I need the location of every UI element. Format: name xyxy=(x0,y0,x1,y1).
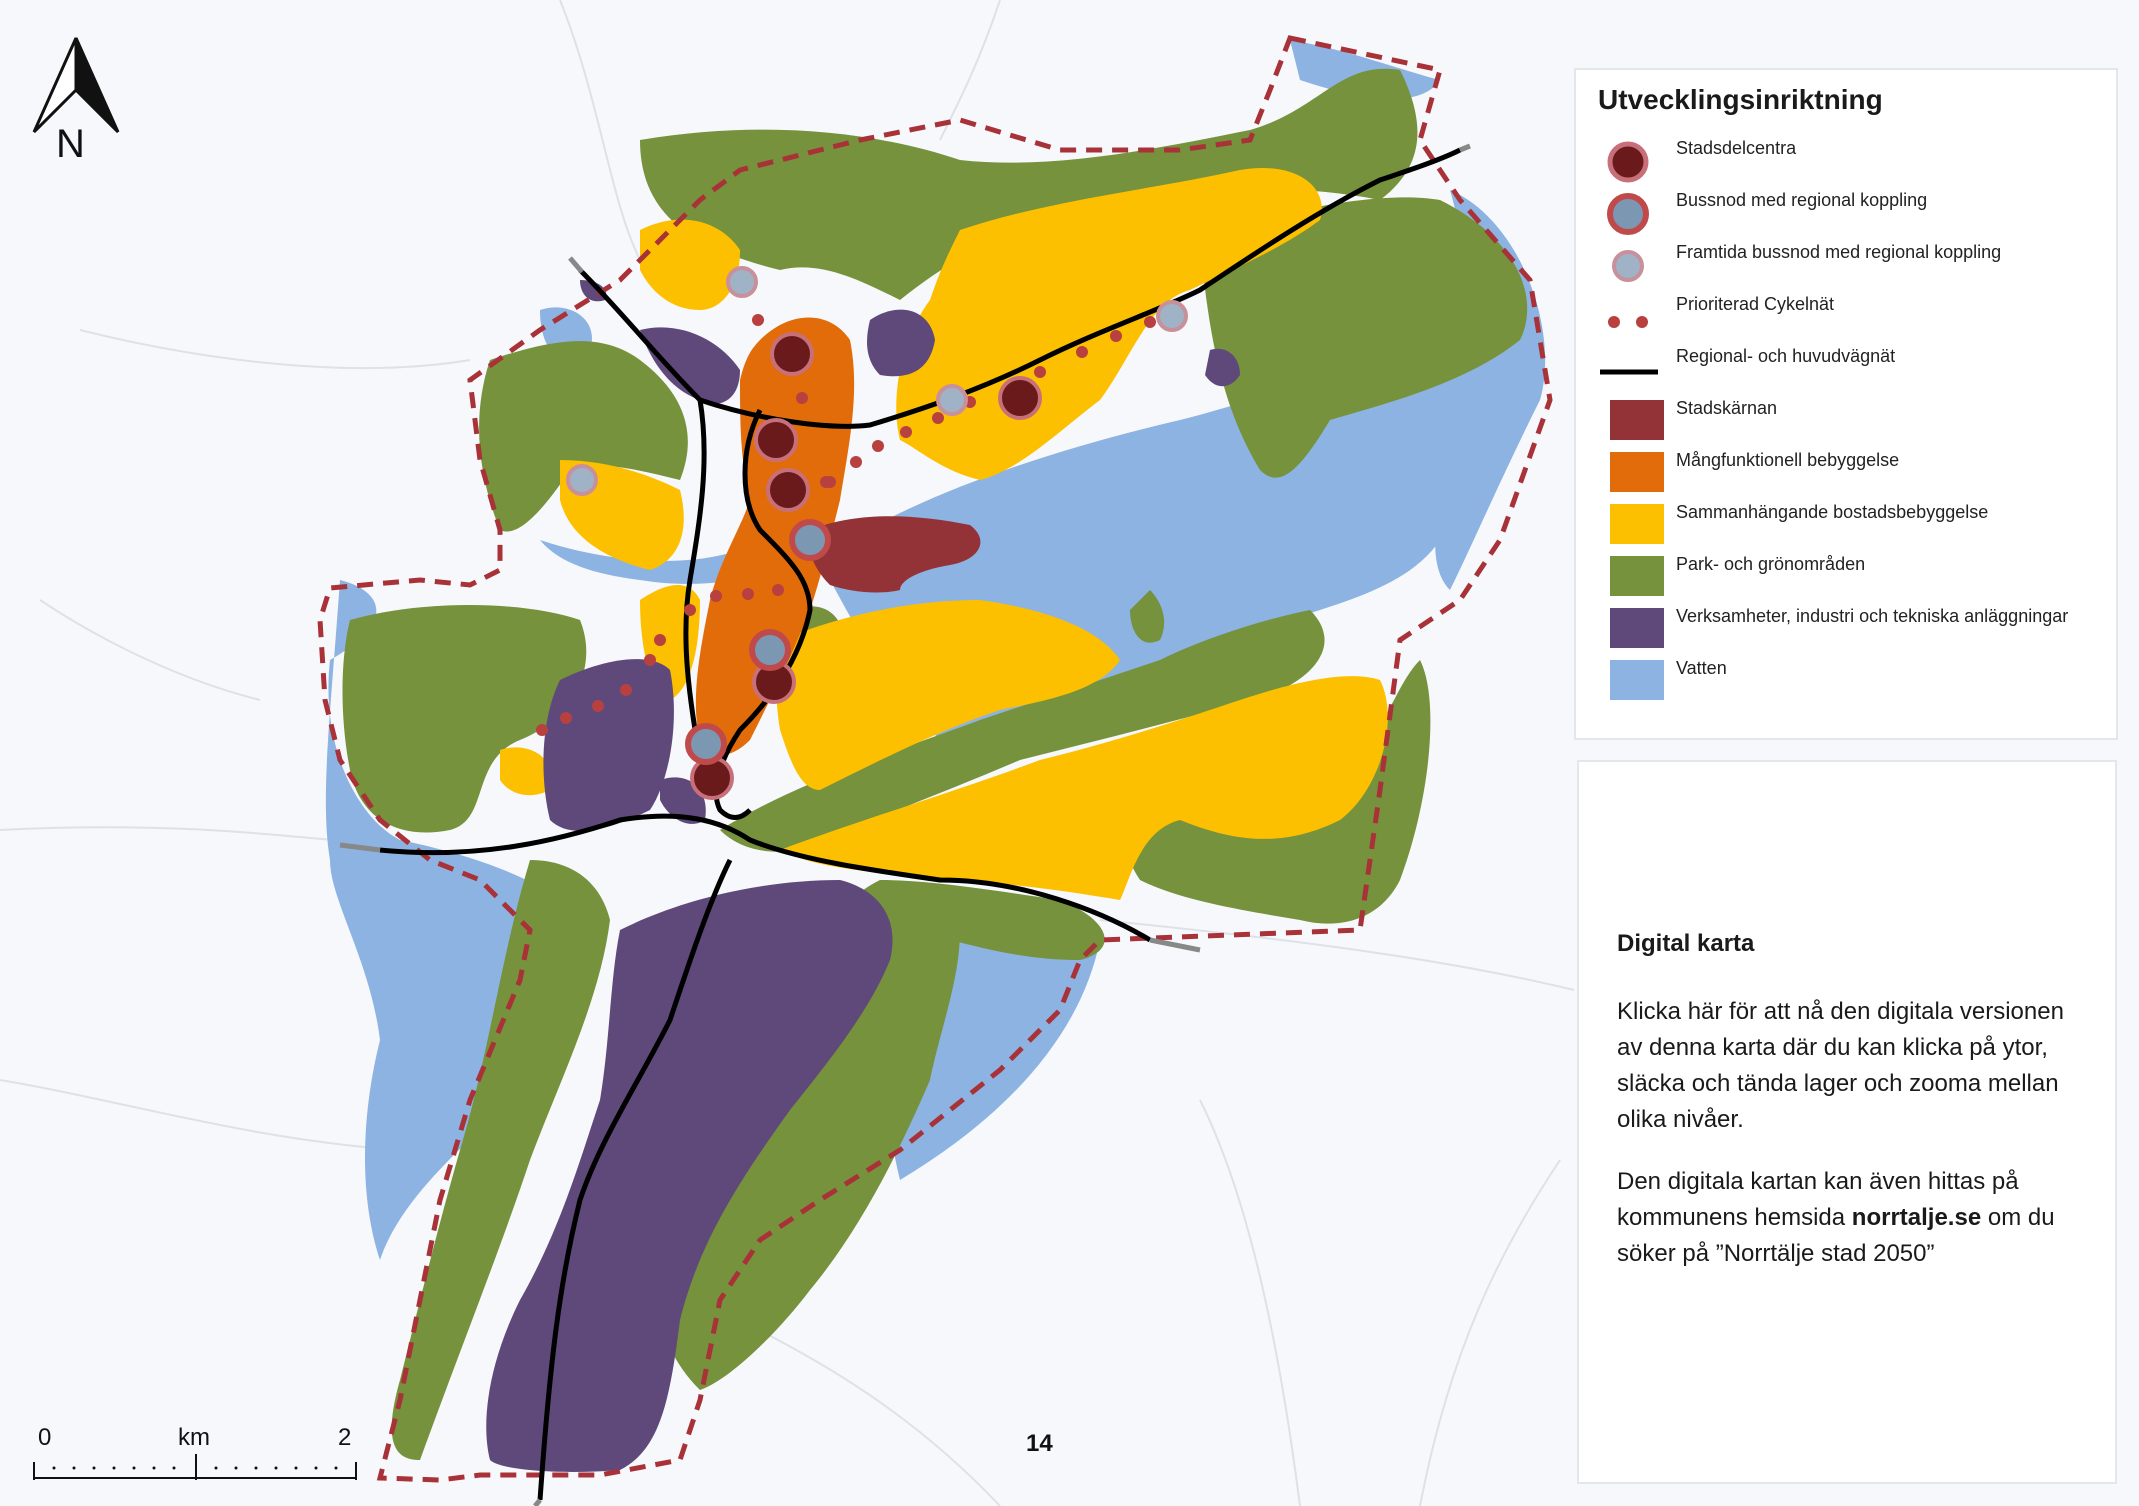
vatten-swatch xyxy=(1610,660,1664,700)
park-south-west xyxy=(391,860,610,1460)
legend-panel: Utvecklingsinriktning Stadsdelcentra Bus… xyxy=(1574,68,2118,740)
legend-item-cykelnat: Prioriterad Cykelnät xyxy=(1576,292,2116,344)
info-text-before: Den digitala kartan kan även hittas på k… xyxy=(1617,1168,2019,1231)
verksamheter-swatch xyxy=(1610,608,1664,648)
park-areas xyxy=(342,68,1528,1460)
info-paragraph-link[interactable]: Klicka här för att nå den digitala versi… xyxy=(1617,998,2064,1133)
legend-label: Vatten xyxy=(1676,658,1727,678)
legend-label: Bussnod med regional koppling xyxy=(1676,190,1928,210)
city-core xyxy=(808,516,981,593)
legend-item-framtida-bussnod: Framtida bussnod med regional koppling xyxy=(1576,240,2116,292)
bussnod-icon xyxy=(1607,193,1649,235)
legend-label: Park- och grönområden xyxy=(1676,554,1866,574)
park-south-east xyxy=(880,880,1105,960)
road-west xyxy=(379,813,1152,943)
info-text-after: om du söker på ”Norrtälje stad 2050” xyxy=(1617,1204,2055,1267)
legend-item-bostad: Sammanhängande bostadsbebyggelse xyxy=(1576,500,2116,552)
park-west-large xyxy=(342,605,587,833)
water-west xyxy=(325,580,560,1260)
legend-title: Utvecklingsinriktning xyxy=(1598,84,1883,115)
background-roads xyxy=(0,0,1575,1506)
park-northwest xyxy=(479,341,688,532)
residential-north xyxy=(640,219,740,310)
district-centres xyxy=(690,332,1042,800)
legend-item-mangfunktionell: Mångfunktionell bebyggelse xyxy=(1576,448,2116,500)
legend-label: Sammanhängande bostadsbebyggelse xyxy=(1676,502,1989,522)
legend-label: Mångfunktionell bebyggelse xyxy=(1676,450,1900,470)
regional-roads xyxy=(379,147,1462,1501)
residential-west-small xyxy=(500,747,552,796)
industrial-north-west xyxy=(640,327,740,404)
stadskarnan-swatch xyxy=(1610,400,1664,440)
info-paragraph-website: Den digitala kartan kan även hittas på k… xyxy=(1617,1164,2087,1272)
industrial-north-center xyxy=(867,309,935,377)
city-core-area xyxy=(808,516,981,593)
road-inner-loop xyxy=(713,408,813,820)
road-central xyxy=(683,399,707,761)
scale-bar xyxy=(33,1454,357,1480)
north-label: N xyxy=(56,122,85,166)
park-south-middle xyxy=(660,880,960,1390)
road-south xyxy=(537,858,733,1501)
park-middle-strip xyxy=(720,610,1325,852)
legend-label: Stadskärnan xyxy=(1676,398,1778,418)
legend-item-park: Park- och grönområden xyxy=(1576,552,2116,604)
planning-boundary xyxy=(317,35,1553,1483)
legend-label: Stadsdelcentra xyxy=(1676,138,1797,158)
north-arrow-icon xyxy=(32,37,120,134)
scale-start-label: 0 xyxy=(38,1424,52,1451)
industrial-north-small xyxy=(580,280,607,302)
bus-nodes xyxy=(685,519,831,765)
legend-item-bussnod: Bussnod med regional koppling xyxy=(1576,188,2116,240)
page-number: 14 xyxy=(1026,1430,1053,1457)
legend-item-vatten: Vatten xyxy=(1576,656,2116,708)
park-green-2 xyxy=(1130,590,1165,643)
industrial-east-small xyxy=(1205,348,1240,387)
framtida-bussnod-icon xyxy=(1612,250,1644,282)
cykelnat-icon xyxy=(1608,316,1648,328)
scale-ticks xyxy=(52,1466,338,1470)
info-heading: Digital karta xyxy=(1617,930,1755,957)
stadsdelcentra-icon xyxy=(1607,141,1649,183)
priority-cycle-network xyxy=(536,314,1156,736)
legend-label: Verksamheter, industri och tekniska anlä… xyxy=(1676,606,2069,626)
legend-label: Framtida bussnod med regional koppling xyxy=(1676,242,2002,262)
mangfunktionell-swatch xyxy=(1610,452,1664,492)
scale-unit-label: km xyxy=(178,1424,210,1451)
scale-end-label: 2 xyxy=(338,1424,352,1451)
legend-item-stadsdelcentra: Stadsdelcentra xyxy=(1576,136,2116,188)
industrial-areas xyxy=(486,280,1240,1472)
park-north xyxy=(640,68,1418,300)
legend-item-stadskarnan: Stadskärnan xyxy=(1576,396,2116,448)
vagnat-icon xyxy=(1600,369,1658,375)
road-stubs xyxy=(339,143,1471,1506)
industrial-west xyxy=(543,659,674,831)
park-northeast xyxy=(1200,197,1528,478)
legend-label: Regional- och huvudvägnät xyxy=(1676,346,1896,366)
legend-item-vagnat: Regional- och huvudvägnät xyxy=(1576,344,2116,396)
industrial-south xyxy=(486,880,893,1472)
bostad-swatch xyxy=(1610,504,1664,544)
legend-item-verksamheter: Verksamheter, industri och tekniska anlä… xyxy=(1576,604,2116,656)
residential-central-south xyxy=(776,600,1120,790)
website-link[interactable]: norrtalje.se xyxy=(1851,1204,1982,1231)
residential-southeast xyxy=(780,676,1388,900)
road-north-east xyxy=(578,147,1462,429)
future-bus-nodes xyxy=(566,266,1188,496)
park-swatch xyxy=(1610,556,1664,596)
legend-label: Prioriterad Cykelnät xyxy=(1676,294,1835,314)
digital-map-panel[interactable]: Digital karta Klicka här för att nå den … xyxy=(1577,760,2117,1484)
